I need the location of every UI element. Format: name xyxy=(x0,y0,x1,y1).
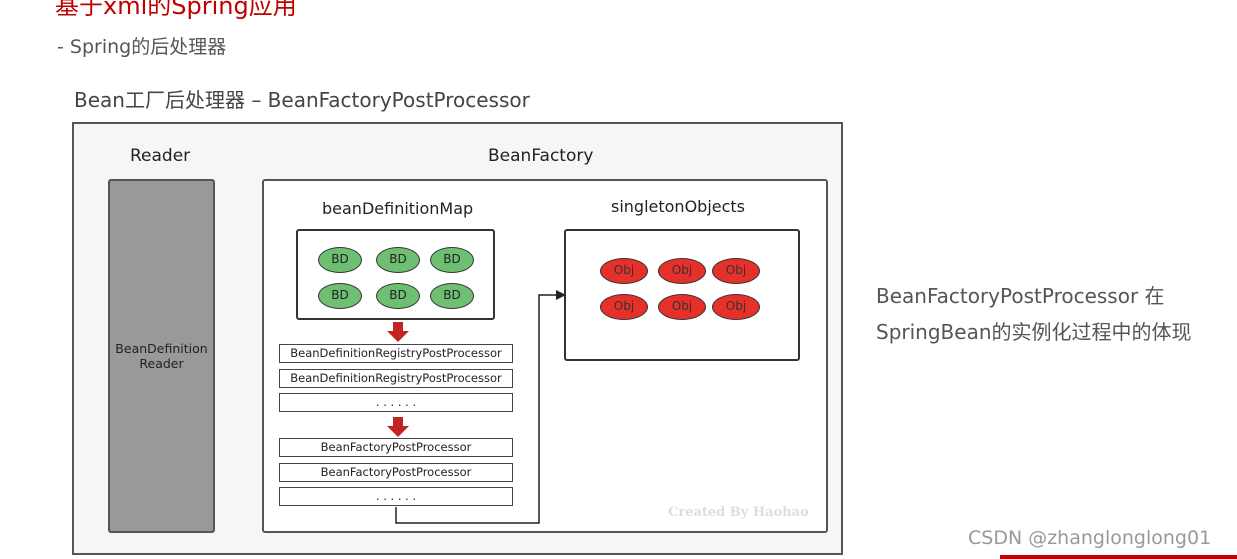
connector-line xyxy=(395,294,556,524)
factory-post-processor-box: BeanFactoryPostProcessor xyxy=(279,438,513,457)
bd-chip: BD xyxy=(376,283,420,309)
obj-chip: Obj xyxy=(658,294,706,320)
bd-chip: BD xyxy=(430,283,474,309)
bd-chip: BD xyxy=(318,247,362,273)
obj-chip: Obj xyxy=(712,294,760,320)
reader-title: Reader xyxy=(130,146,191,166)
bd-chip: BD xyxy=(318,283,362,309)
arrow-head-icon xyxy=(556,290,566,300)
ellipsis-box: . . . . . . xyxy=(279,487,513,506)
singleton-objects-box: Obj Obj Obj Obj Obj Obj xyxy=(564,229,800,361)
side-note-line-2: SpringBean的实例化过程中的体现 xyxy=(876,320,1192,344)
side-note: BeanFactoryPostProcessor 在 SpringBean的实例… xyxy=(876,278,1192,350)
side-note-line-1: BeanFactoryPostProcessor 在 xyxy=(876,284,1165,308)
down-arrow-icon xyxy=(387,417,409,437)
reader-block xyxy=(108,179,215,533)
obj-chip: Obj xyxy=(600,294,648,320)
obj-chip: Obj xyxy=(712,258,760,284)
obj-chip: Obj xyxy=(658,258,706,284)
bean-definition-map-box: BD BD BD BD BD BD xyxy=(296,229,495,320)
beanfactory-title: BeanFactory xyxy=(488,146,594,166)
bean-definition-map-title: beanDefinitionMap xyxy=(322,199,474,218)
ellipsis-box: . . . . . . xyxy=(279,393,513,412)
watermark: Created By Haohao xyxy=(668,505,809,520)
bd-chip: BD xyxy=(430,247,474,273)
page-subtitle: - Spring的后处理器 xyxy=(57,36,227,58)
registry-post-processor-box: BeanDefinitionRegistryPostProcessor xyxy=(279,369,513,388)
csdn-credit: CSDN @zhanglonglong01 xyxy=(968,527,1212,549)
page-title: 基于xml的Spring应用 xyxy=(55,0,297,20)
factory-post-processor-box: BeanFactoryPostProcessor xyxy=(279,463,513,482)
section-title: Bean工厂后处理器 – BeanFactoryPostProcessor xyxy=(74,88,530,112)
registry-post-processor-box: BeanDefinitionRegistryPostProcessor xyxy=(279,344,513,363)
reader-label: BeanDefinitionReader xyxy=(115,341,208,371)
down-arrow-icon xyxy=(387,322,409,342)
obj-chip: Obj xyxy=(600,258,648,284)
singleton-objects-title: singletonObjects xyxy=(611,197,746,216)
bd-chip: BD xyxy=(376,247,420,273)
footer-strip xyxy=(1000,555,1237,559)
